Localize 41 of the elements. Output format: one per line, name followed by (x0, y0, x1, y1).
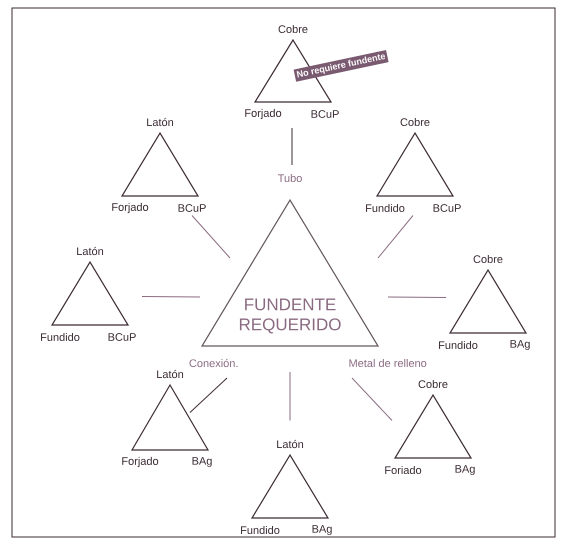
triangle-node: Cobre Foriado BAg (385, 380, 475, 475)
triangle-node: Latón Fundido BAg (241, 440, 332, 535)
node-label: Latón (157, 370, 184, 378)
triangle-node: Cobre Fundido BAg (439, 254, 530, 350)
connector-line (142, 296, 200, 298)
node-label: Metal de relleno (349, 358, 426, 368)
node-label: Fundido (241, 526, 280, 534)
node-label: Tubo (278, 174, 302, 182)
node-label: Foriado (385, 466, 422, 474)
node-label: Conexión. (190, 358, 238, 368)
connector-line (352, 378, 392, 421)
node-label: Cobre (418, 380, 448, 388)
triangle-node: Cobre Fundido BCuP (366, 118, 461, 212)
node-label: Forjado (112, 202, 148, 214)
node-label: Fundido (439, 340, 478, 350)
node-label: BAg (456, 465, 475, 475)
node-label: Fundido (41, 332, 80, 342)
node-label: Latón (147, 118, 174, 126)
triangle-node: Latón Forjado BCuP (112, 118, 206, 214)
node-label: BCuP (434, 204, 461, 212)
triangle-node: Latón Forjado BAg (122, 370, 212, 468)
connector-line (192, 215, 230, 258)
triangle-node: Latón Fundido BCuP (41, 246, 136, 342)
connector-line (378, 215, 414, 258)
node-label: BCuP (178, 204, 206, 212)
node-label: BAg (312, 525, 332, 535)
node-label: Cobre (400, 118, 430, 126)
node-label: Cobre (278, 24, 308, 34)
triangle-node: Cobre Forjado BCuP No requiere fundente (245, 24, 389, 120)
connector-line (388, 296, 446, 298)
node-label: BCuP (108, 333, 136, 341)
node-label: BAg (192, 457, 212, 467)
node-label: BAg (510, 340, 530, 350)
node-label: Latón (77, 246, 104, 256)
node-label: Cobre (474, 254, 502, 264)
connector-line (190, 378, 228, 413)
node-label: BCuP (312, 110, 339, 118)
node-label: Fundido (366, 204, 404, 212)
node-label: Forjado (122, 456, 158, 468)
node-label: Forjado (245, 108, 282, 120)
node-label: Latón (277, 440, 304, 448)
